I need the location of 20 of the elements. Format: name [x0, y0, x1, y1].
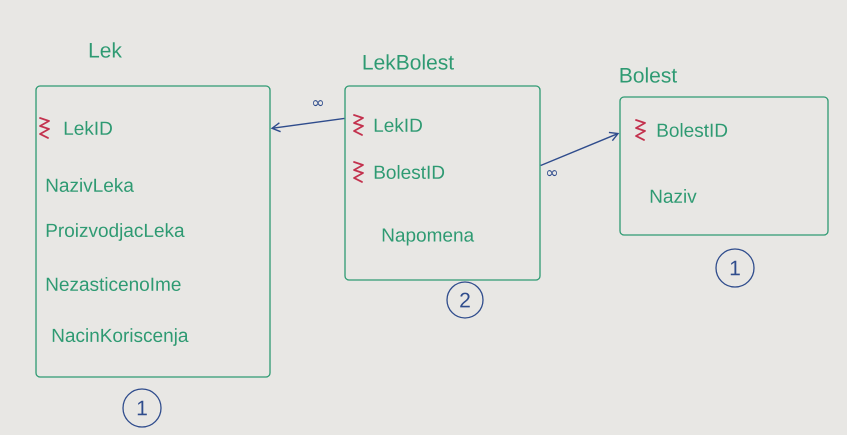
circled-number: 1 [715, 248, 755, 288]
field-name: BolestID [374, 165, 444, 179]
field-name: ProizvodjacLeka [46, 223, 185, 241]
table-title: Bolest [620, 67, 678, 83]
table-title: Lek [90, 42, 122, 58]
field-name: NezasticenoIme [46, 277, 181, 291]
field-name: Napomena [382, 228, 474, 246]
field-name: BolestID [658, 123, 728, 137]
field-name: LekID [374, 118, 422, 132]
field-name: Naziv [650, 189, 697, 203]
circled-number: 1 [122, 388, 162, 428]
field-name: NacinKoriscenja [52, 328, 188, 346]
field-name: NazivLeka [46, 178, 134, 192]
edge-label: ∞ [544, 169, 560, 179]
edge-label: ∞ [310, 99, 326, 109]
circled-number: 2 [446, 281, 484, 319]
field-name: LekID [64, 121, 112, 135]
arrow [270, 118, 344, 132]
table-title: LekBolest [364, 54, 454, 70]
arrow [540, 132, 620, 166]
